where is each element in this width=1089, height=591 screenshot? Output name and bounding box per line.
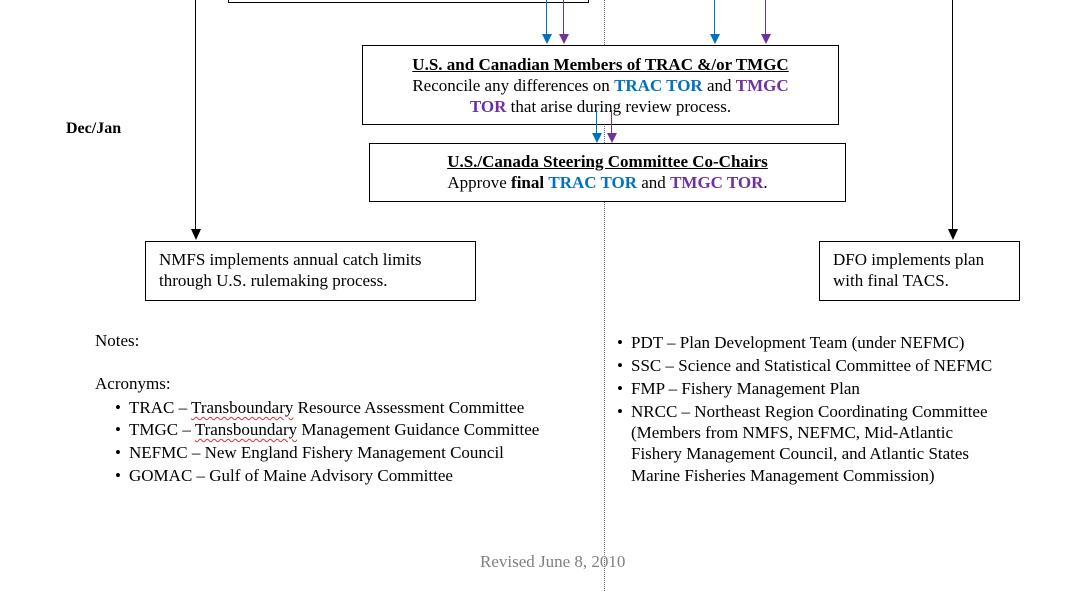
arrow-head [542,34,552,44]
connector-line [952,0,953,230]
list-item-detail: Fishery Management Council, and Atlantic… [631,444,970,463]
revised-date-footer: Revised June 8, 2010 [480,552,626,571]
connector-line [195,0,196,230]
top-box [228,0,589,3]
arrow-head [592,133,602,143]
steering-box: U.S./Canada Steering Committee Co-Chairs… [369,143,846,202]
dfo-box: DFO implements plan with final TACS. [819,241,1020,301]
dfo-line: with final TACS. [833,271,949,290]
list-item-detail: (Members from NMFS, NEFMC, Mid-Atlantic [631,423,954,442]
list-item: •NRCC – Northeast Region Coordinating Co… [617,402,988,421]
trac-arrow [546,0,547,36]
list-item: •SSC – Science and Statistical Committee… [617,356,993,375]
list-item: •NEFMC – New England Fishery Management … [115,443,504,462]
list-item: •FMP – Fishery Management Plan [617,379,860,398]
list-item: •TRAC – Transboundary Resource Assessmen… [115,398,525,417]
reconcile-title: U.S. and Canadian Members of TRAC &/or T… [412,55,789,74]
list-item: •PDT – Plan Development Team (under NEFM… [617,333,965,352]
trac-arrow [596,110,597,135]
nmfs-box: NMFS implements annual catch limits thro… [145,241,476,301]
tmgc-arrow [563,0,564,36]
nmfs-line: NMFS implements annual catch limits [159,250,422,269]
tmgc-arrow [611,110,612,135]
center-divider [604,0,605,591]
list-item-detail: Marine Fisheries Management Commission) [631,466,935,485]
arrow-head [191,229,201,240]
list-item: •GOMAC – Gulf of Maine Advisory Committe… [115,466,453,485]
reconcile-text: Reconcile any differences on TRAC TOR an… [412,76,789,116]
list-item: •TMGC – Transboundary Management Guidanc… [115,420,540,439]
tmgc-arrow [765,0,766,36]
steering-text: Approve final TRAC TOR and TMGC TOR. [447,173,768,192]
nmfs-line: through U.S. rulemaking process. [159,271,388,290]
acronyms-label: Acronyms: [95,374,171,393]
timeline-label: Dec/Jan [66,120,122,137]
dfo-line: DFO implements plan [833,250,985,269]
arrow-head [607,133,617,143]
reconcile-box: U.S. and Canadian Members of TRAC &/or T… [362,45,839,125]
arrow-head [948,229,958,240]
arrow-head [710,34,720,44]
steering-title: U.S./Canada Steering Committee Co-Chairs [447,152,768,171]
notes-label: Notes: [95,331,140,350]
arrow-head [761,34,771,44]
trac-arrow [714,0,715,36]
arrow-head [559,34,569,44]
